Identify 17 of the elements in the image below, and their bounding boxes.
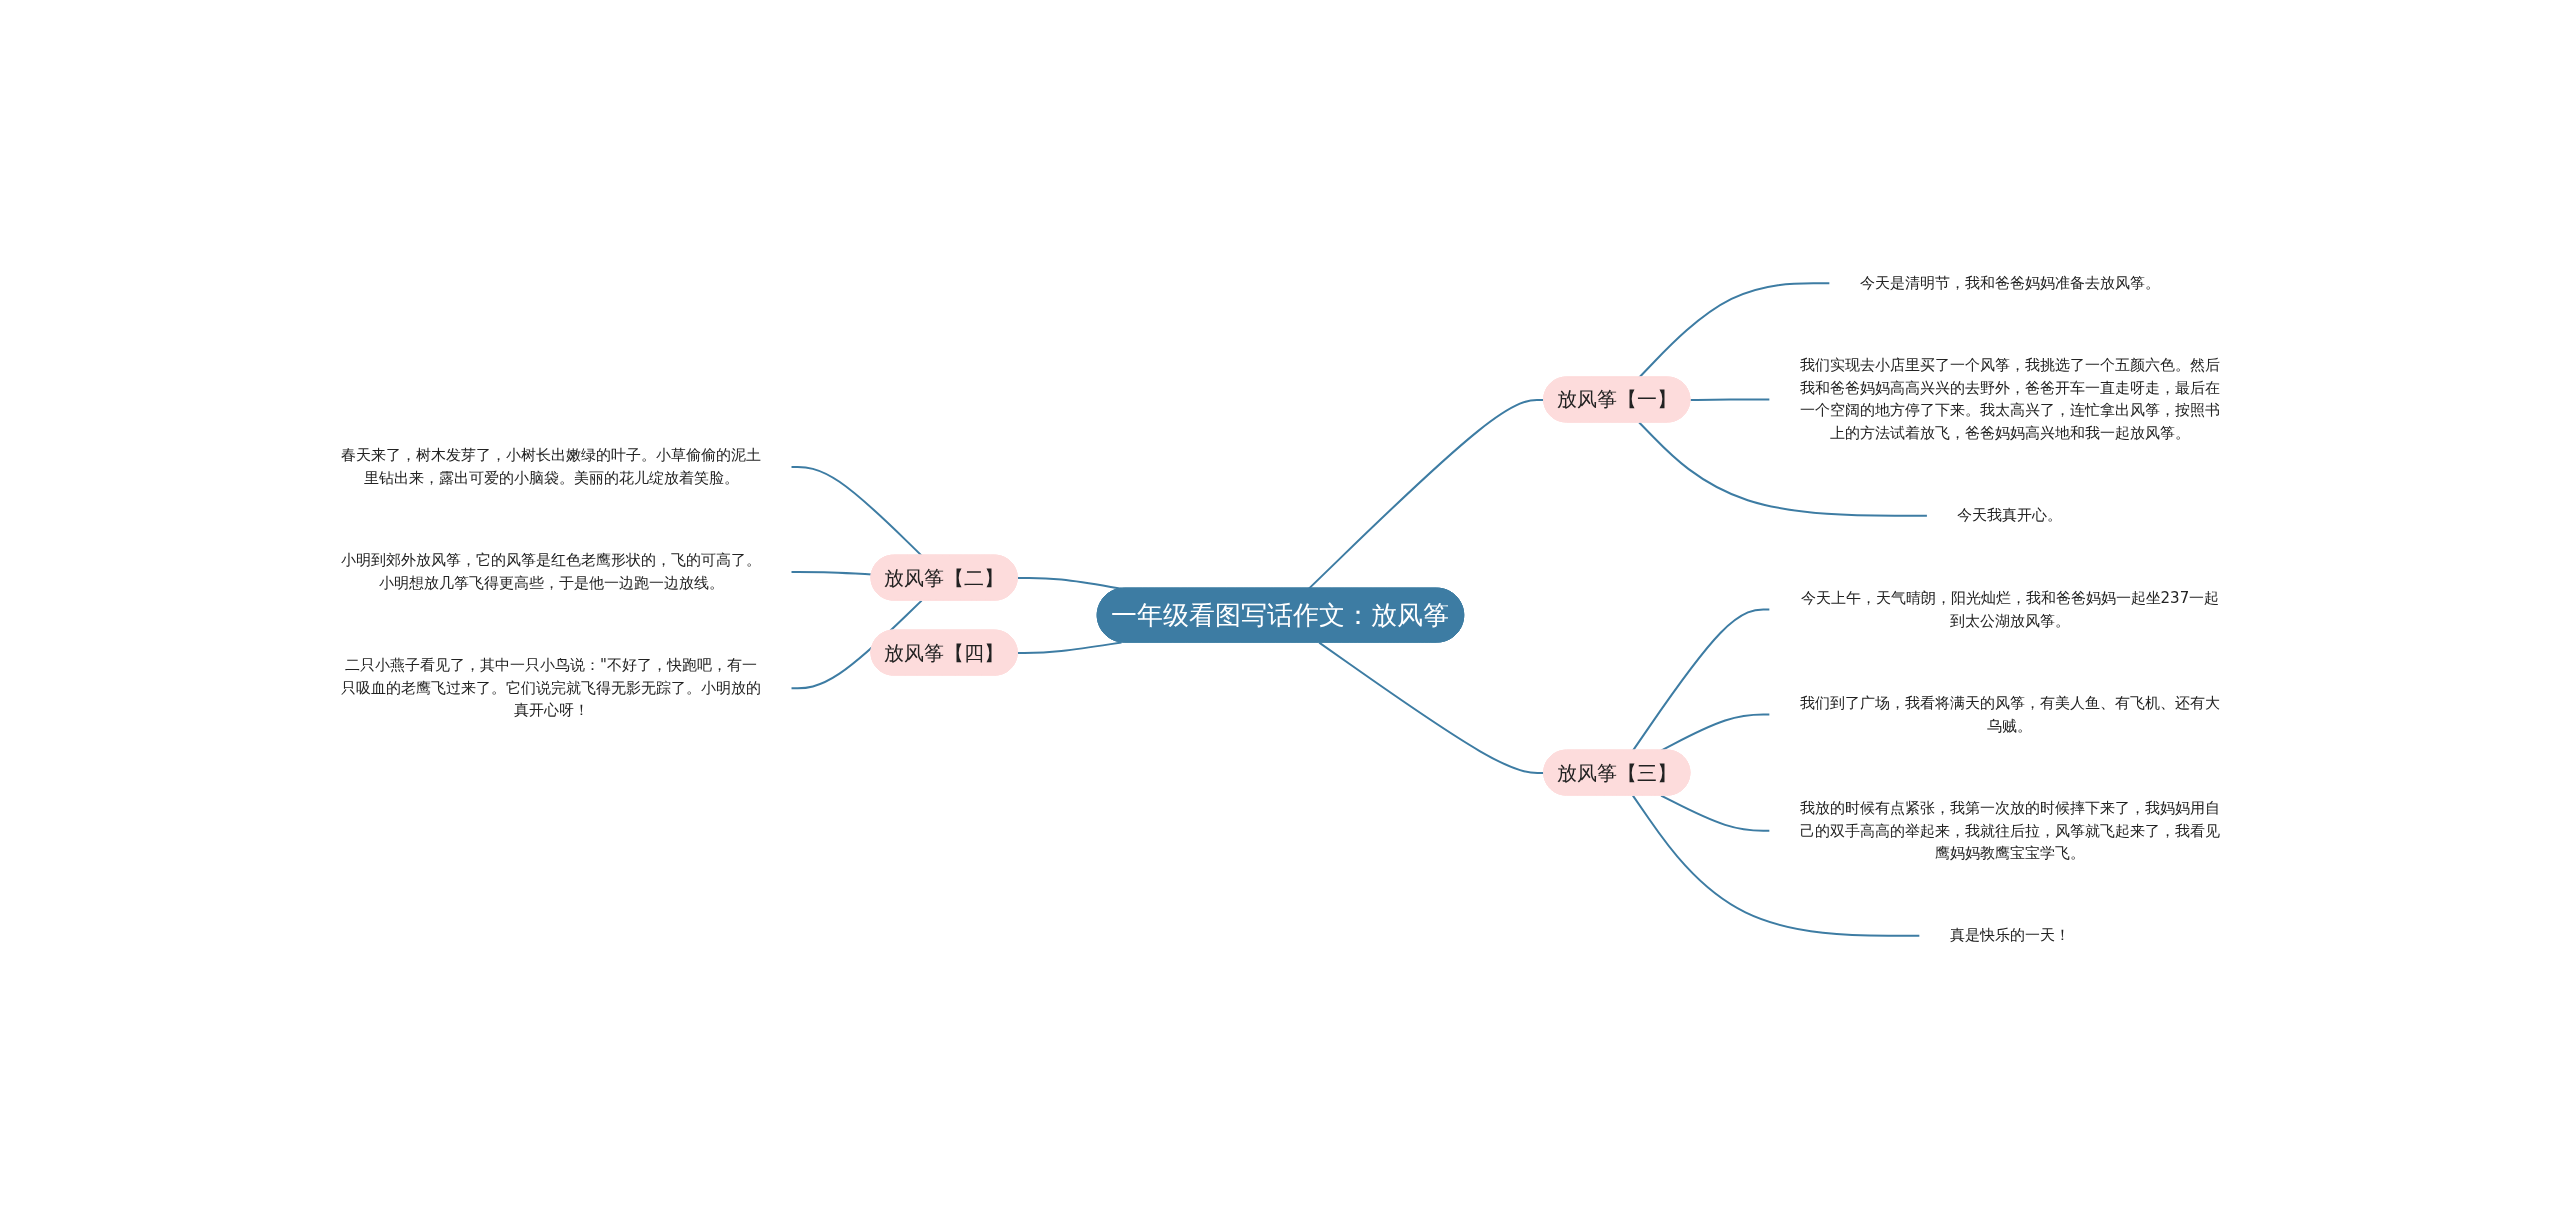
node-text: 我放的时候有点紧张，我第一次放的时候摔下来了，我妈妈用自己的双手高高的举起来，我就往后拉，风筝就飞起来了，我看见鹰妈妈教鹰宝宝学飞。 — [1799, 798, 2220, 862]
connector — [1637, 421, 1928, 517]
node-text: 真是快乐的一天！ — [1949, 925, 2070, 944]
node-text: 小明到郊外放风筝，它的风筝是红色老鹰形状的，飞的可高了。小明想放几筝飞得更高些，于是他一边跑一边放线。 — [340, 550, 761, 592]
connector — [1317, 641, 1545, 774]
node-text: 今天是清明节，我和爸爸妈妈准备去放风筝。 — [1859, 273, 2160, 292]
node-text: 我们实现去小店里买了一个风筝，我挑选了一个五颜六色。然后我和爸爸妈妈高高兴兴的去野外，爸爸开车一直走呀走，最后在一个空阔的地方停了下来。我太高兴了，连忙拿出风筝，按照书上的方法试着放飞，爸爸妈妈高兴地和我一起放风筝。 — [1799, 356, 2220, 442]
node-text: 二只小燕子看见了，其中一只小鸟说："不好了，快跑吧，有一只吸血的老鹰飞过来了。它们说完就飞得无影无踪了。小明放的真开心呀！ — [340, 655, 761, 719]
connector — [1016, 640, 1122, 654]
node-text: 我们到了广场，我看将满天的风筝，有美人鱼、有飞机、还有大乌贼。 — [1799, 693, 2220, 734]
connector — [1631, 794, 1921, 937]
connector — [1637, 281, 1831, 378]
connector — [1688, 398, 1771, 401]
connector — [1659, 794, 1771, 832]
node-text: 今天我真开心。 — [1956, 505, 2062, 524]
node-text: 春天来了，树木发芽了，小树长出嫩绿的叶子。小草偷偷的泥土里钻出来，露出可爱的小脑袋。美丽的花儿绽放着笑脸。 — [340, 446, 761, 487]
node-text: 今天上午，天气晴朗，阳光灿烂，我和爸爸妈妈一起坐237一起到太公湖放风筝。 — [1800, 588, 2219, 629]
